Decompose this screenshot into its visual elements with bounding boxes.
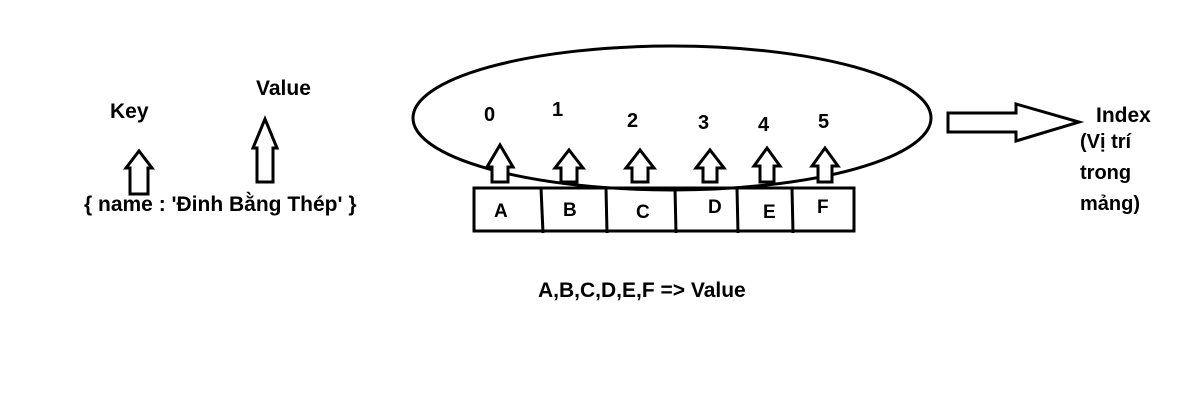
- index-arrow-4: [751, 145, 783, 184]
- caption: A,B,C,D,E,F => Value: [538, 279, 746, 302]
- index-label-1: 1: [552, 99, 564, 121]
- array-cell-c: C: [636, 202, 650, 223]
- index-label-3: 3: [698, 112, 710, 134]
- array-cell-a: A: [494, 201, 508, 222]
- index-label-0: 0: [484, 104, 496, 126]
- index-arrow-2: [622, 147, 658, 184]
- index-label-2: 2: [627, 110, 639, 132]
- index-arrow-3: [692, 147, 728, 184]
- array-cell-d: D: [708, 197, 722, 218]
- array-box: [472, 186, 856, 234]
- key-up-arrow: [122, 148, 156, 196]
- array-cell-e: E: [763, 202, 776, 223]
- array-cell-b: B: [563, 200, 577, 221]
- object-literal-text: { name : 'Đinh Bằng Thép' }: [84, 193, 357, 216]
- index-label-5: 5: [818, 111, 830, 133]
- index-label-4: 4: [758, 114, 770, 136]
- index-arrow-1: [551, 147, 587, 184]
- index-title: Index: [1096, 104, 1151, 127]
- array-cell-f: F: [817, 197, 829, 218]
- value-label: Value: [256, 77, 311, 100]
- index-arrow-5: [809, 145, 841, 184]
- value-up-arrow: [250, 115, 280, 184]
- index-arrows: [484, 142, 841, 184]
- index-arrow-0: [484, 142, 516, 184]
- index-right-arrow: [946, 102, 1085, 144]
- key-label: Key: [110, 100, 149, 123]
- index-subtitle: (Vị trí trong mảng): [1080, 131, 1140, 215]
- index-ellipse: [411, 44, 933, 192]
